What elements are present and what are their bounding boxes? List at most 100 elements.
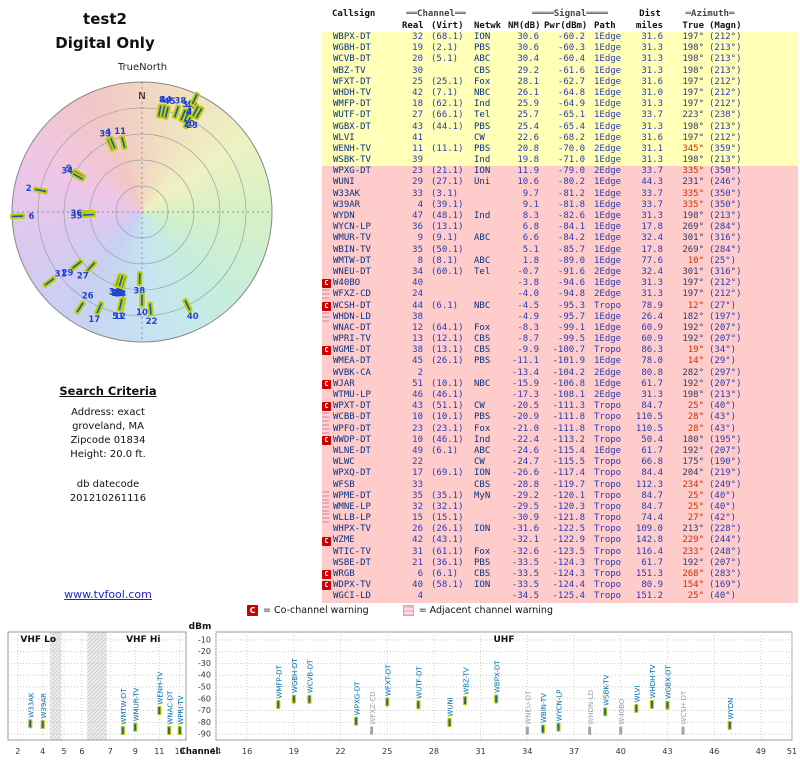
power-cell: -95.3 [557, 300, 585, 311]
network-cell: ION [474, 524, 491, 535]
path-cell: Tropo [594, 401, 622, 412]
callsign-cell: WYCN-LP [333, 222, 371, 233]
distance-cell: 44.3 [641, 177, 663, 188]
power-cell: -99.1 [557, 322, 585, 333]
power-cell: -84.2 [557, 233, 585, 244]
y-axis-tick-label: -40 [198, 671, 211, 680]
adjacent-channel-legend-label: = Adjacent channel warning [418, 604, 553, 616]
polar-station-marker [136, 271, 143, 287]
y-axis-tick-label: -20 [198, 647, 211, 656]
polar-channel-label: 31 [55, 269, 67, 279]
station-label: WHDH-TV [649, 664, 657, 698]
callsign-cell: WLNE-DT [333, 445, 371, 456]
magnetic-azimuth-cell: (212°) [709, 99, 742, 110]
distance-cell: 77.6 [641, 255, 663, 266]
real-channel-cell: 10 [412, 434, 423, 445]
table-group-header-row: Callsign ══Channel══ ════Signal════ Dist… [322, 8, 798, 20]
power-cell: -60.3 [557, 43, 585, 54]
magnetic-azimuth-cell: (40°) [709, 591, 737, 602]
station-label: WCSH-DT [680, 690, 688, 724]
station-marker [307, 694, 312, 704]
station-marker [166, 725, 172, 736]
magnetic-azimuth-cell: (246°) [709, 177, 742, 188]
true-azimuth-cell: 233° [682, 546, 704, 557]
co-channel-warning-marker: C [322, 536, 332, 546]
station-marker [525, 726, 529, 735]
power-cell: -64.8 [557, 87, 585, 98]
distance-cell: 78.0 [641, 356, 663, 367]
noise-margin-cell: 6.8 [522, 222, 539, 233]
y-axis-tick-label: -70 [198, 706, 211, 715]
polar-channel-label: 34 [61, 167, 73, 177]
true-azimuth-cell: 175° [682, 457, 704, 468]
power-cell: -101.9 [552, 356, 585, 367]
noise-margin-cell: 26.1 [517, 87, 539, 98]
station-marker [462, 696, 468, 706]
real-channel-cell: 2 [417, 367, 423, 378]
polar-plot-svg: N 84445384335415102311334934236352927321… [9, 81, 273, 343]
polar-station-markers: 8444538433541510231133493423635292732193… [9, 91, 205, 327]
virtual-channel-cell: (5.1) [431, 54, 459, 65]
noise-margin-cell: -33.5 [511, 557, 539, 568]
magnetic-azimuth-cell: (297°) [709, 367, 742, 378]
noise-margin-cell: -29.5 [511, 501, 539, 512]
noise-margin-cell: 9.7 [522, 188, 539, 199]
noise-margin-cell: 5.1 [522, 244, 539, 255]
group-header-azimuth: ═Azimuth═ [685, 9, 735, 19]
station-marker [727, 720, 732, 730]
search-criteria-line: Height: 20.0 ft. [70, 449, 146, 460]
power-cell: -100.7 [552, 345, 585, 356]
polar-channel-label: 23 [186, 121, 198, 131]
real-channel-cell: 23 [412, 166, 423, 177]
real-channel-cell: 44 [412, 300, 423, 311]
noise-margin-cell: -32.1 [511, 535, 539, 546]
virtual-channel-cell: (50.1) [431, 244, 464, 255]
distance-cell: 116.4 [635, 546, 663, 557]
co-channel-warning-marker: C [322, 346, 332, 356]
real-channel-cell: 41 [412, 132, 423, 143]
network-cell: CBS [474, 569, 491, 579]
network-cell: Fox [474, 423, 491, 434]
co-channel-warning-marker: C [322, 379, 332, 389]
distance-cell: 31.3 [641, 278, 663, 289]
polar-channel-label: 12 [114, 312, 126, 322]
polar-channel-label: 38 [133, 287, 145, 297]
callsign-cell: WTMU-LP [333, 390, 371, 400]
co-channel-legend: C = Co-channel warning [247, 604, 369, 616]
callsign-cell: WPXQ-DT [333, 468, 371, 479]
power-cell: -104.2 [552, 367, 585, 378]
network-cell: NBC [474, 300, 491, 311]
path-cell: 2Edge [594, 143, 622, 154]
noise-margin-cell: 28.1 [517, 76, 539, 87]
band-label-vhf-hi: VHF Hi [126, 635, 160, 645]
true-azimuth-cell: 223° [682, 110, 704, 121]
noise-margin-cell: 29.2 [517, 65, 539, 76]
x-axis-tick-label: 28 [429, 747, 439, 756]
x-axis-tick-label: 5 [62, 747, 67, 756]
polar-channel-label: 36 [70, 209, 82, 219]
path-cell: Tropo [594, 345, 622, 356]
path-cell: Tropo [594, 457, 622, 468]
true-azimuth-cell: 198° [682, 390, 704, 400]
distance-cell: 84.7 [641, 401, 663, 412]
polar-channel-label: 19 [110, 288, 122, 298]
virtual-channel-cell: (62.1) [431, 99, 464, 110]
true-azimuth-cell: 198° [682, 155, 704, 166]
virtual-channel-cell: (46.1) [431, 434, 464, 445]
true-azimuth-cell: 197° [682, 76, 704, 87]
y-axis-title: dBm [189, 622, 212, 632]
band-gap-hatch [87, 632, 107, 740]
path-cell: 1Edge [594, 76, 622, 87]
path-cell: 1Edge [594, 211, 622, 221]
network-cell: ABC [474, 54, 491, 65]
noise-margin-cell: -32.6 [511, 546, 539, 557]
tvfool-link[interactable]: www.tvfool.com [64, 588, 152, 601]
station-marker [603, 707, 608, 717]
station-label: WNAC-DT [166, 690, 174, 725]
search-criteria-line: Address: exact [71, 407, 145, 418]
